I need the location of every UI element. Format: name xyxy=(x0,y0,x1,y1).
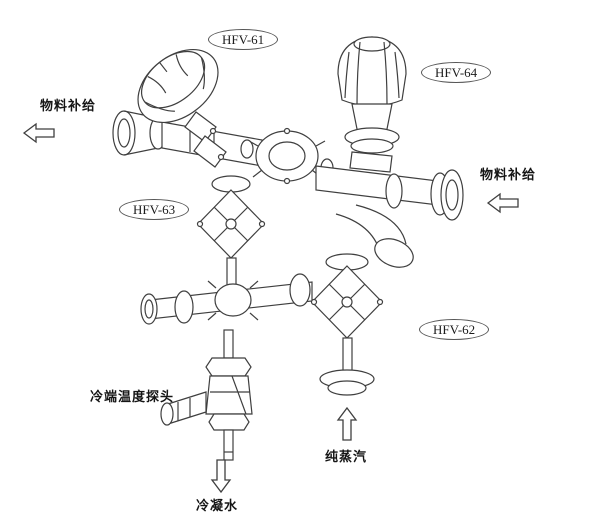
label-cold-end-temp-probe: 冷端温度探头 xyxy=(90,389,175,404)
lower-left-cross xyxy=(140,273,313,325)
tag-hfv-64: HFV-64 xyxy=(421,62,492,83)
bonnet-hfv61 xyxy=(184,111,227,168)
label-condensate-water: 冷凝水 xyxy=(196,498,239,513)
handwheel-hfv64 xyxy=(337,36,407,173)
tag-hfv-62: HFV-62 xyxy=(419,319,490,340)
valve-hfv62 xyxy=(310,253,384,396)
arrow-left-icon xyxy=(486,192,519,214)
tag-hfv-63: HFV-63 xyxy=(119,199,190,220)
label-material-supply-left: 物料补给 xyxy=(40,98,97,113)
label-pure-steam: 纯蒸汽 xyxy=(325,449,368,464)
label-material-supply-right: 物料补给 xyxy=(480,167,537,182)
valve-hfv63 xyxy=(196,175,266,297)
arrow-up-icon xyxy=(336,406,358,441)
elbow-to-hfv62 xyxy=(335,204,414,268)
arrow-down-icon xyxy=(210,459,232,494)
right-outlet-pipe xyxy=(315,165,464,221)
handwheel-hfv61 xyxy=(137,48,219,124)
tag-hfv-61: HFV-61 xyxy=(208,29,279,50)
probe-valve xyxy=(160,329,253,461)
arrow-left-icon xyxy=(22,122,55,144)
central-clamp-cluster xyxy=(240,127,334,185)
